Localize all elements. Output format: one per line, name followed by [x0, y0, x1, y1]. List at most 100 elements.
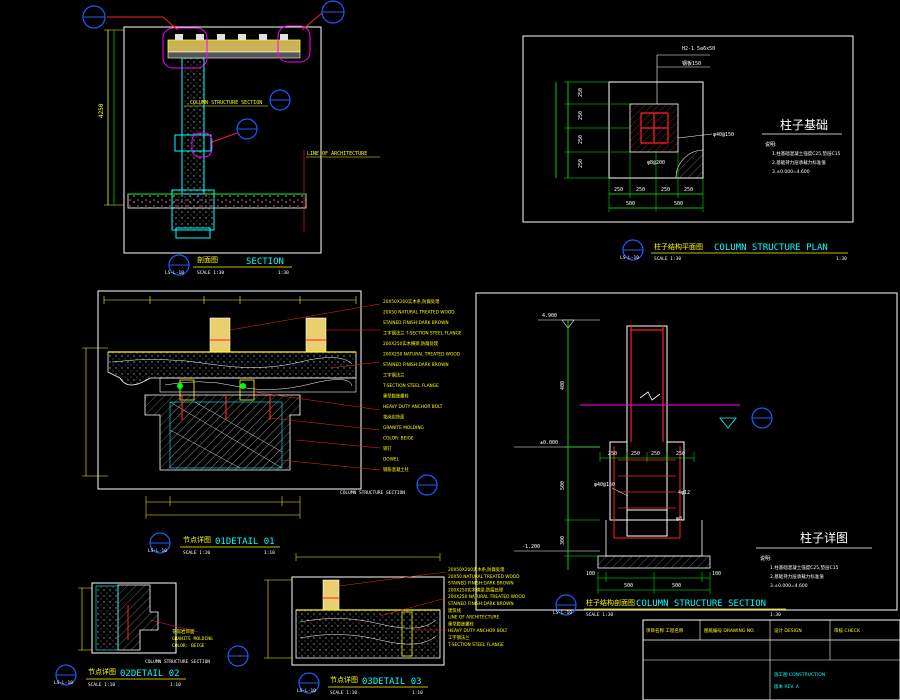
detail01-note-15: DOWEL — [383, 457, 400, 463]
section-frame — [123, 26, 322, 254]
detail01-note-8: T-SECTION STEEL FLANGE — [382, 383, 439, 389]
detail01-note-2: STAINED FINISH:DARK BROWN — [383, 320, 449, 326]
detail03-scale: SCALE 1:10 — [330, 690, 357, 696]
colsec-scale: SCALE 1:30 — [586, 612, 613, 618]
plan-note-head: 说明: — [765, 141, 777, 148]
detail01-cn-title: 节点详图 — [183, 535, 211, 544]
plan-big-title: 柱子基础 — [780, 117, 828, 132]
section-scale: SCALE 1:30 — [197, 270, 224, 276]
title-block-r1c2: 图纸编号 DRAWING NO. — [704, 627, 755, 634]
plan-note-top: H2-1 5a6x50 — [682, 46, 715, 52]
plan-cn-title: 柱子结构平面图 — [654, 242, 703, 251]
colsec-column — [626, 325, 668, 537]
title-block-r1c1: 项目名称 工程名称 — [646, 627, 684, 634]
detail02-drawing: 花岗岩饰面 GRANITE MOLDING COLOR: BEIGE COLUM… — [54, 582, 249, 688]
plan-note-1: 1.柱基础混凝土强度C25,垫层C15 — [772, 150, 841, 157]
plan-dim-left-1: 250 — [578, 111, 584, 120]
detail01-notes: 20X50X200实木条,防腐处理 20X50 NATURAL TREATED W… — [382, 298, 462, 473]
detail01-scale: SCALE 1:10 — [183, 550, 210, 556]
plan-dim-bottom2-0: 500 — [626, 201, 635, 207]
detail02-cn-title: 节点详图 — [88, 667, 116, 676]
detail01-ref: LS-L-10 — [148, 548, 167, 554]
detail01-rafter-b — [305, 317, 327, 353]
colsec-label-b: 4φ12 — [678, 490, 690, 496]
detail01-note-6: STAINED FINISH:DARK BROWN — [383, 362, 449, 368]
colsec-ratio: 1:30 — [770, 612, 781, 618]
plan-en-title: COLUMN STRUCTURE PLAN — [714, 243, 828, 253]
colsec-level-mid: ±0.000 — [540, 440, 558, 446]
colsec-dim-300: 300 — [560, 536, 566, 545]
detail03-ratio: 1:10 — [412, 690, 423, 696]
plan-dim-left-0: 250 — [578, 88, 584, 97]
colsec-big-title: 柱子详图 — [800, 530, 848, 545]
detail03-ref: LS-L-10 — [297, 688, 316, 694]
plan-frame — [522, 35, 854, 223]
detail03-note-1: 20X50 NATURAL TREATED WOOD — [448, 574, 520, 580]
colsec-note-1: 1.柱基础混凝土强度C25,垫层C15 — [770, 564, 839, 571]
colsec-label-a: φ40@150 — [594, 482, 615, 488]
detail02-label-granite: 花岗岩饰面 — [172, 628, 195, 635]
colsec-drawing: 4.900 ±0.000 -1.200 400 500 300 250 250 … — [475, 292, 898, 618]
detail01-note-14: 销钉 — [383, 445, 392, 452]
detail01-note-9: 重型膨胀螺栓 — [383, 393, 409, 400]
section-en-title: SECTION — [246, 257, 284, 267]
colsec-dim-400: 400 — [560, 381, 566, 390]
colsec-dim-mid-3: 250 — [676, 451, 685, 457]
detail01-frame — [97, 290, 362, 490]
section-drawing: 4250 COLUMN STRUCTURE SECTION LINE OF AR… — [82, 0, 380, 276]
detail02-label-structure: COLUMN STRUCTURE SECTION — [145, 659, 210, 665]
colsec-frame — [475, 292, 898, 611]
plan-dim-bottom1-3: 250 — [684, 187, 693, 193]
section-ref: LS-L-10 — [165, 270, 184, 276]
detail01-beam — [107, 351, 357, 386]
detail03-note-2: STAINED FINISH:DARK BROWN — [448, 581, 514, 587]
detail03-note-3: 200X250实木横梁,防腐处理 — [448, 586, 504, 593]
detail01-note-12: GRANITE MOLDING — [383, 425, 424, 431]
detail02-scale: SCALE 1:10 — [88, 682, 115, 688]
title-block-r2c2: 版本 REV. A — [774, 683, 800, 690]
detail01-drawing: 20X50X200实木条,防腐处理 20X50 NATURAL TREATED W… — [82, 290, 462, 556]
detail02-frame — [91, 582, 177, 654]
detail01-label-structure: COLUMN STRUCTURE SECTION — [340, 490, 405, 496]
plan-dim-left-2: 250 — [578, 135, 584, 144]
plan-ratio: 1:30 — [836, 256, 847, 262]
detail01-note-4: 200X250实木横梁,防腐处理 — [383, 340, 439, 347]
colsec-note-3: 3.±0.000=4.600 — [770, 583, 808, 589]
detail01-ratio: 1:10 — [264, 550, 275, 556]
detail02-ratio: 1:10 — [170, 682, 181, 688]
detail01-note-1: 20X50 NATURAL TREATED WOOD — [383, 310, 455, 316]
colsec-ref: LS-L-10 — [553, 610, 572, 616]
section-label-structure: COLUMN STRUCTURE SECTION — [190, 100, 262, 106]
detail01-note-11: 花岗岩饰面 — [383, 414, 405, 421]
plan-drawing: H2-1 5a6x50 钢板150 φ40@150 φ8@200 250 250… — [522, 35, 854, 262]
plan-dim-bottom1-0: 250 — [614, 187, 623, 193]
detail03-note-8: 重型膨胀螺栓 — [448, 620, 474, 627]
detail02-ref: LS-L-10 — [54, 680, 73, 686]
colsec-dim-mid-0: 250 — [608, 451, 617, 457]
detail03-note-9: HEAVY DUTY ANCHOR BOLT — [448, 628, 508, 634]
colsec-dim-bottom-2: 500 — [672, 583, 681, 589]
title-block-r1c3: 设计 DESIGN — [774, 627, 802, 634]
detail02-en-title: 02DETAIL 02 — [120, 669, 180, 679]
detail01-note-3: 工字钢法兰 T-SECTION STEEL FLANGE — [383, 330, 462, 337]
section-label-line: LINE OF ARCHITECTURE — [307, 151, 367, 157]
section-cn-title: 剖面图 — [197, 255, 218, 264]
colsec-dim-bottom-1: 500 — [624, 583, 633, 589]
detail02-molding — [117, 584, 159, 651]
colsec-level-bot: -1.200 — [522, 544, 540, 550]
colsec-footing — [609, 441, 685, 521]
detail01-note-10: HEAVY DUTY ANCHOR BOLT — [383, 404, 443, 410]
section-rafters — [175, 34, 288, 40]
detail03-beam — [295, 609, 441, 659]
title-block-r2c1: 施工图 CONSTRUCTION — [774, 671, 825, 678]
detail01-note-7: 工字钢法兰 — [383, 372, 405, 379]
detail02-label-granite-en: GRANITE MOLDING — [172, 636, 213, 642]
detail03-note-10: 工字钢法兰 — [448, 634, 470, 641]
plan-dim-bottom2-1: 500 — [674, 201, 683, 207]
detail01-note-0: 20X50X200实木条,防腐处理 — [383, 298, 440, 305]
detail03-note-0: 20X50X200实木条,防腐处理 — [448, 566, 505, 573]
plan-dim-left-3: 250 — [578, 159, 584, 168]
